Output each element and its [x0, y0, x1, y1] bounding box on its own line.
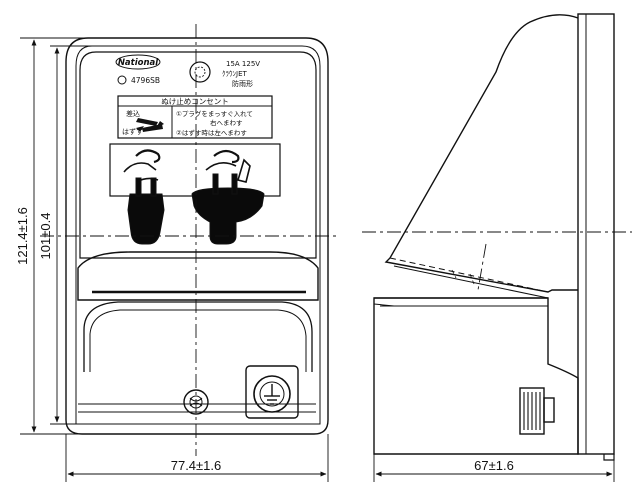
dim-overall-height-label: 121.4±1.6 [15, 207, 30, 265]
side-upper-cover [384, 14, 579, 293]
ground-terminal-knob [253, 375, 291, 413]
indicator-ring-inner [194, 66, 206, 78]
rotate-arrows-icon [136, 118, 164, 132]
front-view [65, 37, 329, 435]
ground-symbol-icon [264, 384, 280, 405]
instruction-left-top: 差込 [126, 109, 140, 118]
ground-terminal-knob-inner [259, 381, 285, 407]
side-lower-housing [373, 297, 579, 455]
straight-plug-icon [127, 193, 165, 245]
instruction-left-bottom: はずす [122, 127, 143, 136]
product-label: National 4796SB 15A 125V ｸﾗｳﾝJET 防雨形 ぬけ止… [109, 54, 281, 197]
side-hidden-lines [451, 269, 475, 285]
ground-terminal-box [245, 365, 299, 419]
front-lower-hood [77, 251, 319, 301]
hand-arrow-icon-left [135, 149, 161, 164]
side-back-plate [577, 13, 615, 455]
front-upper-cover [79, 51, 317, 259]
hand-arrow-icon-right [213, 149, 240, 164]
instruction-step1-line2: 右へまわす [210, 118, 243, 127]
side-view [373, 13, 615, 461]
brand-logo-badge [115, 54, 161, 70]
front-hood-inner-line [89, 309, 307, 372]
front-outer-body [65, 37, 329, 435]
side-centerlines [362, 231, 632, 291]
front-inner-outline [75, 45, 321, 425]
front-centerlines [40, 24, 340, 456]
dim-inner-height-label: 101±0.4 [38, 213, 53, 260]
rating-line-2: ｸﾗｳﾝJET [222, 70, 247, 78]
dim-depth-label: 67±1.6 [474, 458, 514, 473]
front-hood-opening [83, 301, 313, 372]
instruction-title: ぬけ止めコンセント [161, 96, 229, 106]
side-dimensions [373, 454, 615, 482]
front-dimensions [20, 37, 329, 482]
side-ground-knob-ridges [523, 392, 541, 430]
instruction-step1-line1: ①プラグをまっすぐ入れて [176, 109, 253, 118]
side-bottom-lip [603, 454, 615, 461]
front-screw [183, 389, 209, 415]
instruction-step2: ②はずす時は左へまわす [176, 128, 247, 137]
brand-name: National [118, 58, 159, 68]
rating-line-3: 防雨形 [232, 79, 253, 88]
indicator-ring-icon [189, 61, 211, 83]
approval-mark-icon [117, 75, 127, 85]
dim-width-label: 77.4±1.6 [171, 458, 222, 473]
model-number: 4796SB [131, 76, 160, 85]
rating-line-1: 15A 125V [226, 60, 260, 68]
